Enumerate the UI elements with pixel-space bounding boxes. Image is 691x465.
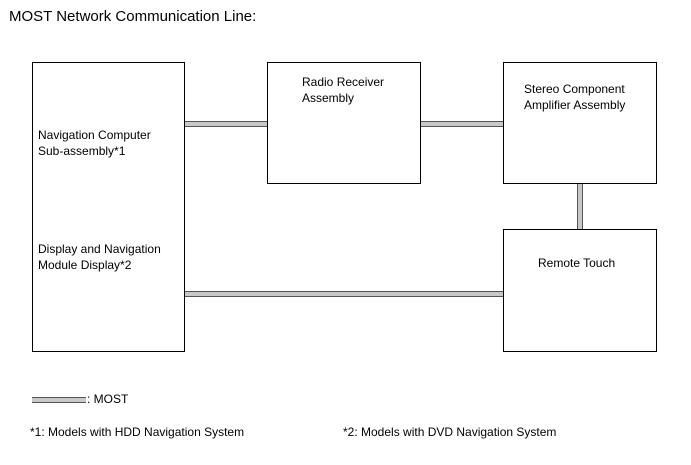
remote-touch-box: Remote Touch: [503, 229, 657, 352]
remote-touch-label: Remote Touch: [538, 256, 616, 270]
navigation-computer-label: Navigation Computer Sub-assembly*1: [38, 128, 151, 158]
footnote-2: *2: Models with DVD Navigation System: [343, 425, 557, 439]
most-line-nav-to-radio: [185, 121, 267, 127]
diagram-title: MOST Network Communication Line:: [9, 8, 257, 25]
radio-receiver-label: Radio Receiver Assembly: [302, 75, 385, 105]
amplifier-box: Stereo Component Amplifier Assembly: [503, 62, 657, 184]
radio-receiver-box: Radio Receiver Assembly: [267, 62, 421, 184]
legend-most-label: : MOST: [87, 392, 129, 406]
footnote-1: *1: Models with HDD Navigation System: [30, 425, 245, 439]
most-line-radio-to-amp: [421, 121, 503, 127]
most-line-remote-to-nav: [185, 291, 503, 297]
display-navigation-module-label: Display and Navigation Module Display*2: [38, 242, 161, 272]
legend-most-line-sample: [32, 397, 86, 403]
most-line-amp-to-remote: [577, 184, 583, 229]
navigation-computer-box: Navigation Computer Sub-assembly*1 Displ…: [32, 62, 185, 352]
amplifier-label: Stereo Component Amplifier Assembly: [524, 82, 626, 112]
